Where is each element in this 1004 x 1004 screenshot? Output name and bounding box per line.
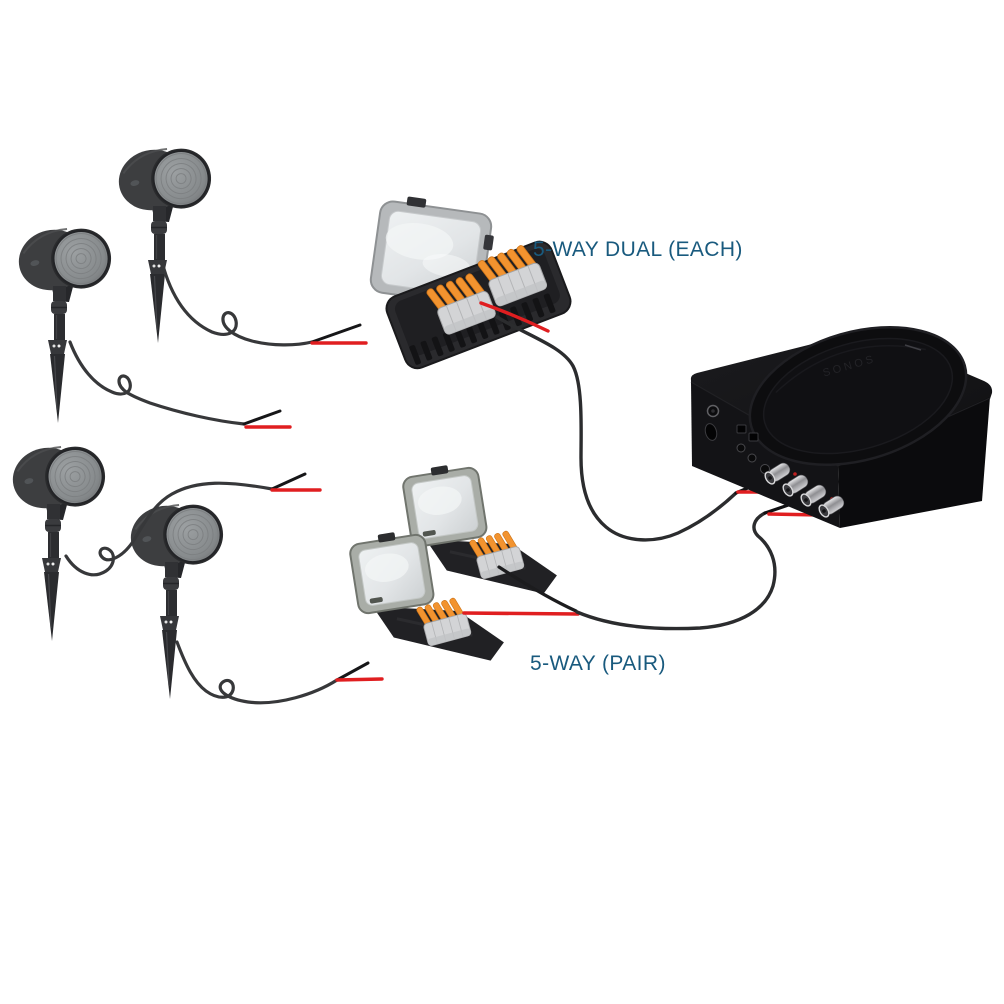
binding-post-2: [782, 474, 809, 497]
bare-wire-red-4: [335, 677, 384, 682]
cable-speaker-top-right: [160, 260, 314, 347]
amp-binding-posts: [764, 462, 845, 518]
label-five-way-dual-each: 5-WAY DUAL (EACH): [533, 238, 743, 261]
dual-box-base: [385, 240, 572, 370]
speaker-top-right: [111, 136, 219, 344]
amp-front-left-face: [691, 382, 840, 528]
speaker-bottom-left: [5, 434, 113, 642]
power-socket: [704, 423, 718, 441]
lower-box-red-lead: [462, 611, 580, 616]
speaker-top-left: [11, 216, 119, 424]
dual-box-red-lead: [479, 301, 550, 333]
ethernet-port-1: [736, 424, 747, 434]
base-ribs: [409, 293, 556, 365]
five-way-dual-connector-box: [369, 196, 572, 370]
binding-post-1: [764, 462, 791, 485]
speaker-cables: [64, 260, 384, 705]
sonos-amp: SONOS: [690, 326, 993, 528]
bare-wire-black-1: [310, 323, 362, 344]
dual-box-black-lead: [495, 315, 738, 542]
binding-post-3: [800, 484, 827, 507]
binding-post-4: [818, 495, 845, 518]
speaker-bottom-right: [123, 492, 231, 700]
amp-top-seam: [904, 344, 922, 351]
line-in-jack-1: [736, 443, 746, 453]
bare-wire-black-2: [242, 409, 282, 426]
amp-right-face: [838, 397, 990, 528]
bare-wire-black-4: [335, 661, 370, 682]
dual-box-latch: [406, 196, 427, 208]
label-five-way-pair: 5-WAY (PAIR): [530, 652, 666, 675]
amp-cables: [462, 301, 822, 631]
bare-wire-black-3: [270, 472, 307, 491]
line-in-jack-2: [747, 453, 757, 463]
upper-box-black-lead: [497, 565, 578, 613]
cable-speaker-top-left: [68, 340, 246, 426]
ethernet-port-2: [748, 432, 759, 442]
amp-dial: SONOS: [748, 326, 968, 466]
cable-speaker-bottom-right: [175, 640, 339, 705]
pair-black-cable: [575, 511, 777, 631]
cable-speaker-bottom-left: [64, 481, 274, 577]
